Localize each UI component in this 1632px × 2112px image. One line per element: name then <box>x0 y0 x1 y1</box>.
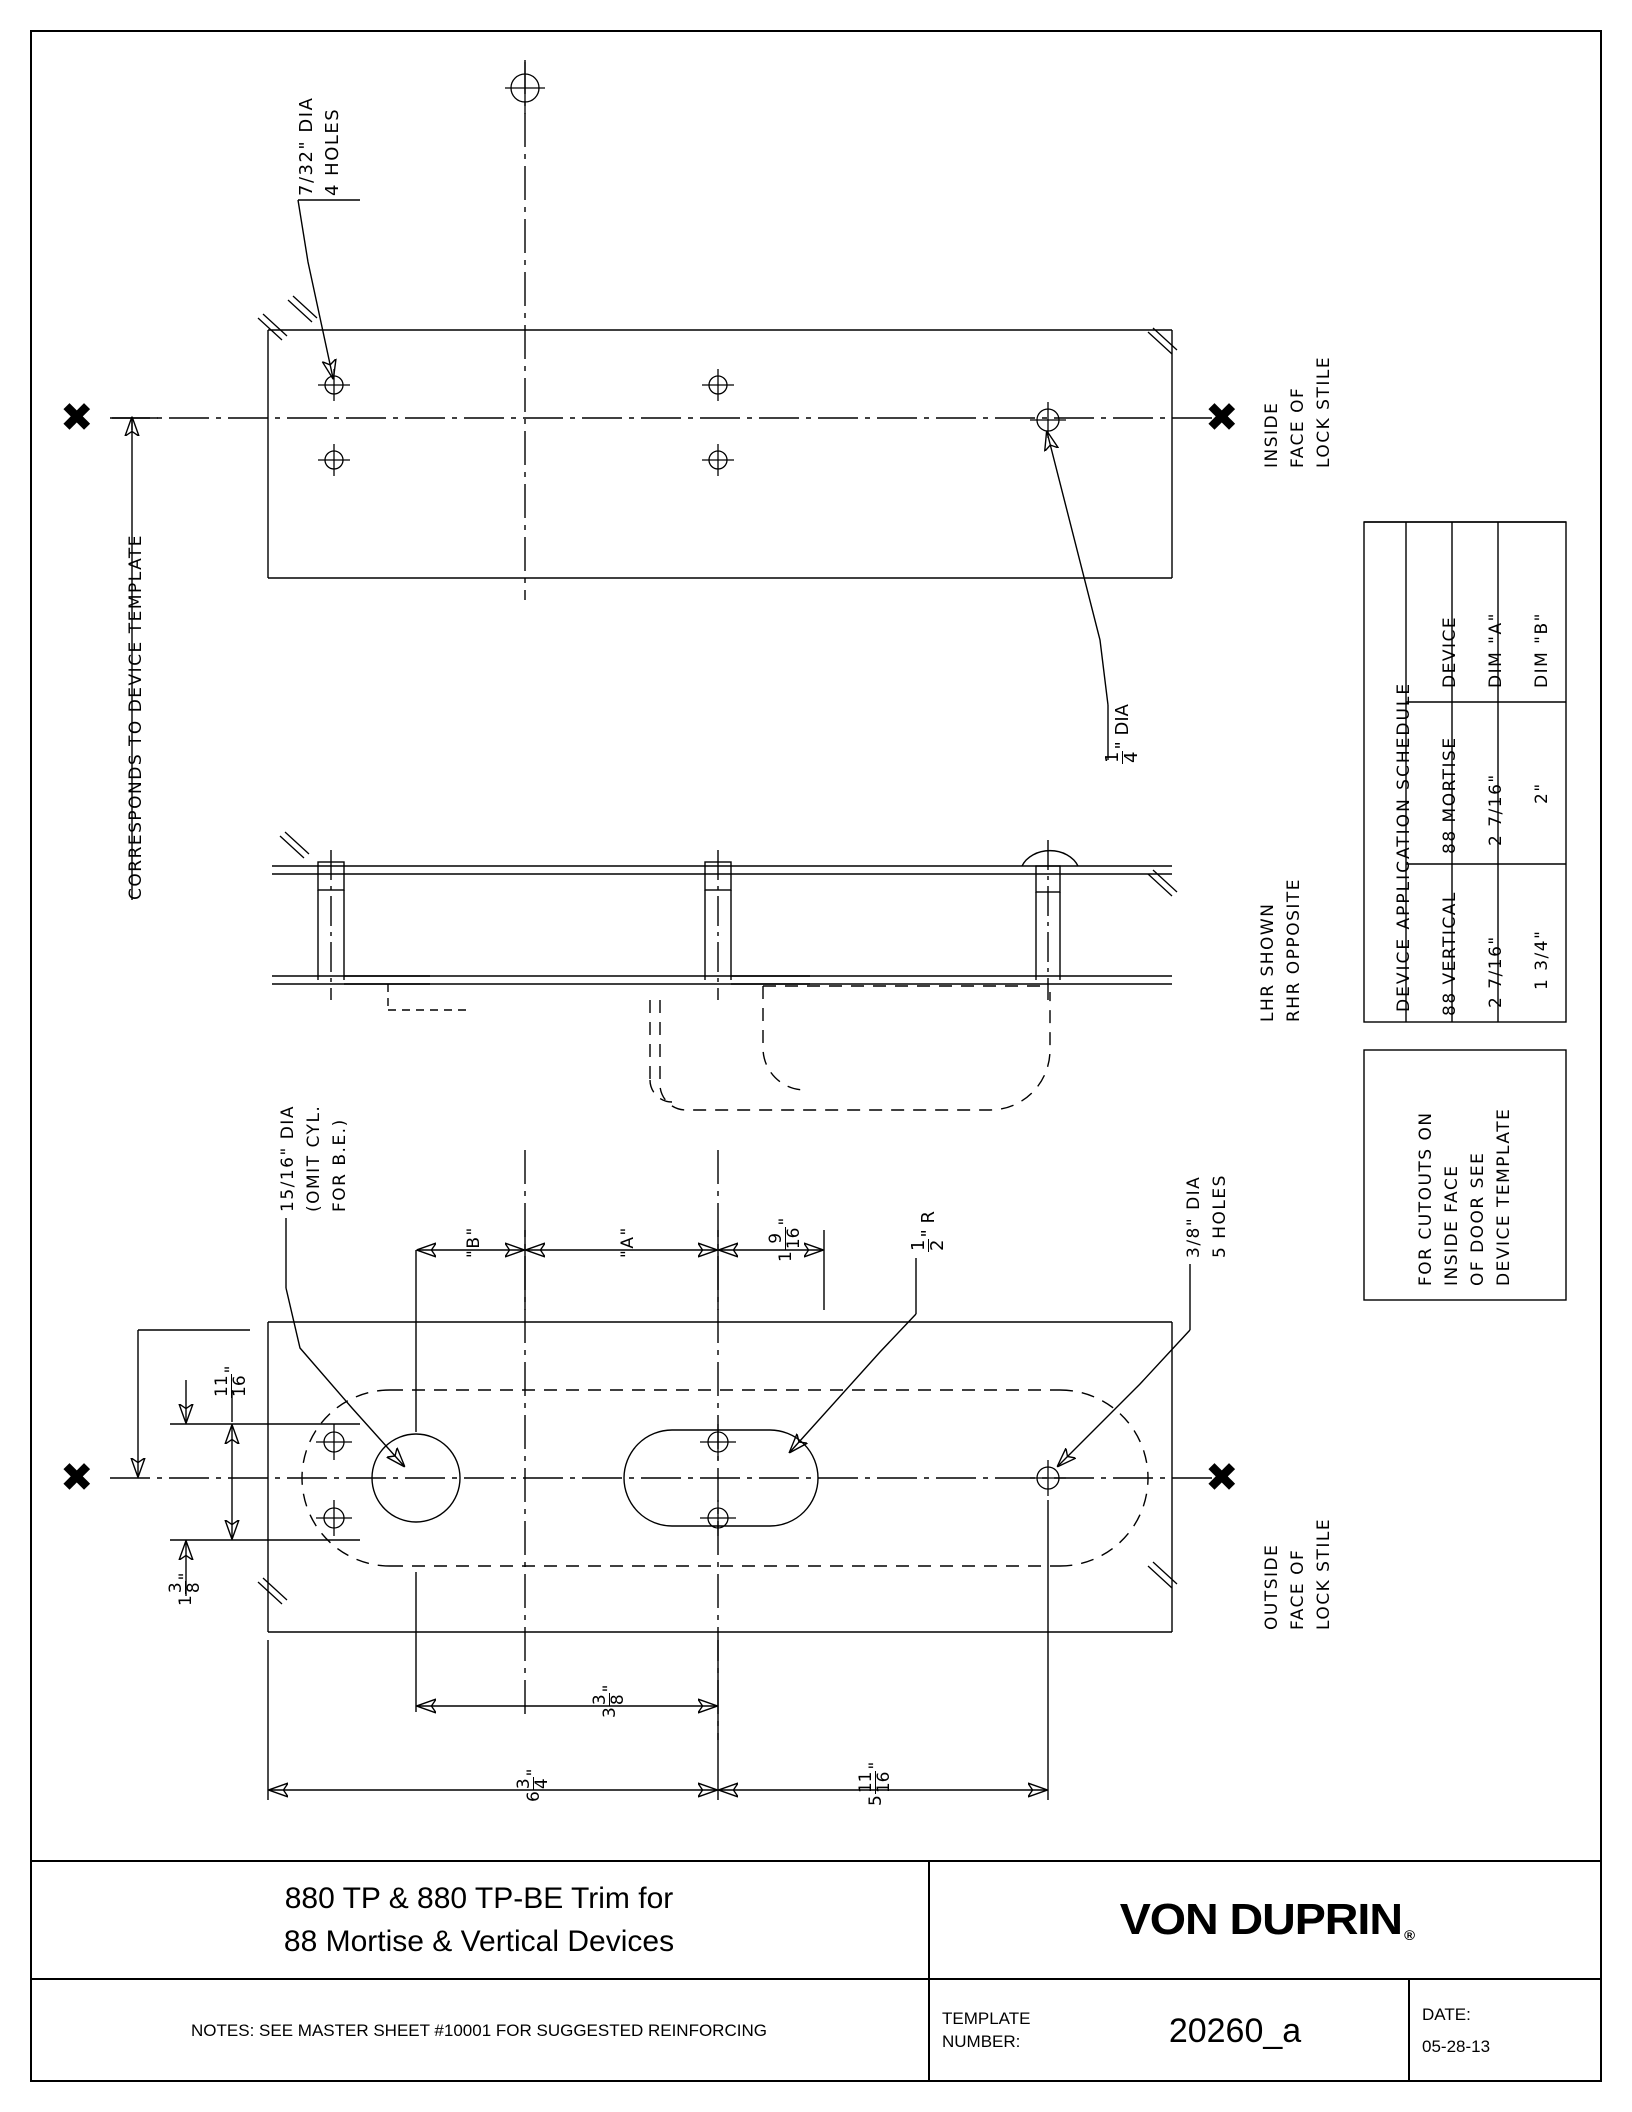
title-block-brand-cell: VON DUPRIN® <box>930 1862 1602 1980</box>
title-block: 880 TP & 880 TP-BE Trim for 88 Mortise &… <box>30 1860 1602 2082</box>
dim-whole: 6 <box>523 1791 544 1802</box>
dim-unit: " <box>523 1768 544 1777</box>
dimension-1-3-8: 1 3 8 " <box>166 1572 204 1606</box>
dimension-11-16: 11 16 " <box>212 1365 250 1398</box>
annotation-handing-line1: LHR SHOWN <box>1258 902 1278 1022</box>
x-marker-outside-right: ✖ <box>1205 1455 1239 1501</box>
device-application-schedule: DEVICE APPLICATION SCHEDULE DEVICE DIM "… <box>1362 520 1568 1360</box>
annotation-handing-line2: RHR OPPOSITE <box>1284 877 1304 1022</box>
radius-denominator: 2 <box>927 1239 948 1251</box>
dim-unit: " <box>775 1217 796 1226</box>
product-title-line1: 880 TP & 880 TP-BE Trim for <box>284 1881 674 1915</box>
annotation-holes-bottom-line1: 3/8" DIA <box>1184 1175 1204 1258</box>
date-label: DATE: <box>1422 2004 1471 2024</box>
schedule-header-dim-b: DIM "B" <box>1532 612 1552 688</box>
dimension-a-label: "A" <box>618 1226 638 1258</box>
schedule-row1-device: 88 MORTISE <box>1440 736 1460 854</box>
dim-den: 16 <box>784 1227 804 1250</box>
schedule-note-line2: INSIDE FACE <box>1442 1164 1462 1286</box>
schedule-note-line3: OF DOOR SEE <box>1468 1151 1488 1286</box>
schedule-note-line4: DEVICE TEMPLATE <box>1494 1107 1514 1286</box>
brand-name: VON DUPRIN <box>1119 1895 1403 1944</box>
annotation-outside-face-line3: LOCK STILE <box>1314 1517 1334 1630</box>
dim-whole: 3 <box>599 1707 620 1718</box>
template-label-line1: TEMPLATE <box>942 2009 1031 2029</box>
dimension-5-11-16: 5 11 16 " <box>856 1761 894 1806</box>
dim-den: 4 <box>532 1778 552 1790</box>
dim-unit: " <box>865 1761 886 1770</box>
schedule-row2-device: 88 VERTICAL <box>1440 891 1460 1016</box>
product-title-line2: 88 Mortise & Vertical Devices <box>283 1925 675 1958</box>
schedule-note-line1: FOR CUTOUTS ON <box>1416 1111 1436 1286</box>
notes-text: NOTES: SEE MASTER SHEET #10001 FOR SUGGE… <box>191 2021 767 2040</box>
registered-mark-icon: ® <box>1404 1927 1415 1943</box>
schedule-title: DEVICE APPLICATION SCHEDULE <box>1394 681 1414 1012</box>
title-block-notes-cell: NOTES: SEE MASTER SHEET #10001 FOR SUGGE… <box>30 1980 930 2082</box>
annotation-corresponds-template: CORRESPONDS TO DEVICE TEMPLATE <box>126 533 146 900</box>
dim-den: 8 <box>184 1582 204 1594</box>
schedule-header-device: DEVICE <box>1440 615 1460 688</box>
dim-den: 8 <box>608 1694 628 1706</box>
schedule-row2-dim-a: 2 7/16" <box>1486 935 1506 1008</box>
template-number-label: TEMPLATE NUMBER: <box>930 2008 1062 2054</box>
dimension-1-9-16: 1 9 16 " <box>766 1217 804 1262</box>
dim-unit: " <box>221 1365 242 1374</box>
brand-logo: VON DUPRIN® <box>1119 1895 1415 1945</box>
dim-den: 16 <box>230 1375 250 1397</box>
title-block-date-cell: DATE: 05-28-13 <box>1410 1980 1602 2082</box>
annotation-holes-bottom-line2: 5 HOLES <box>1210 1174 1230 1258</box>
annotation-inside-face-line3: LOCK STILE <box>1314 355 1334 468</box>
x-marker-inside-left: ✖ <box>60 395 94 441</box>
annotation-inside-face-line1: INSIDE <box>1262 401 1282 468</box>
dimension-b-label: "B" <box>464 1226 484 1258</box>
dim-unit: " <box>175 1572 196 1581</box>
annotation-quarter-dia: 1 4 " DIA <box>1102 704 1142 764</box>
annotation-cyl-dia-line1: 15/16" DIA <box>278 1105 298 1212</box>
title-block-product-cell: 880 TP & 880 TP-BE Trim for 88 Mortise &… <box>30 1862 930 1980</box>
schedule-header-dim-a: DIM "A" <box>1486 612 1506 688</box>
annotation-cyl-dia-line3: FOR B.E.) <box>330 1118 350 1212</box>
annotation-outside-face-line1: OUTSIDE <box>1262 1543 1282 1630</box>
x-marker-outside-left: ✖ <box>60 1455 94 1501</box>
schedule-row1-dim-a: 2 7/16" <box>1486 773 1506 846</box>
quarter-dia-suffix: " DIA <box>1112 704 1133 750</box>
dim-whole: 1 <box>175 1595 196 1606</box>
annotation-outside-face-line2: FACE OF <box>1288 1548 1308 1630</box>
quarter-dia-denominator: 4 <box>1121 751 1142 763</box>
template-label-line2: NUMBER: <box>942 2032 1021 2051</box>
schedule-row2-dim-b: 1 3/4" <box>1532 929 1552 990</box>
dimension-3-3-8: 3 3 8 " <box>590 1684 628 1718</box>
template-number-value: 20260_a <box>1168 2011 1302 2050</box>
date-value: 05-28-13 <box>1422 2037 1491 2056</box>
dim-whole: 5 <box>865 1795 886 1806</box>
title-block-template-cell: TEMPLATE NUMBER: 20260_a <box>930 1980 1410 2082</box>
dim-whole: 1 <box>775 1251 796 1262</box>
dim-den: 16 <box>874 1771 894 1794</box>
annotation-holes-top-line2: 4 HOLES <box>322 107 343 196</box>
annotation-radius: 1 2 " R <box>908 1211 948 1252</box>
schedule-row1-dim-b: 2" <box>1532 782 1552 804</box>
dimension-6-3-4: 6 3 4 " <box>514 1768 552 1802</box>
radius-suffix: " R <box>918 1211 939 1238</box>
sheet-border <box>30 30 1602 2082</box>
annotation-inside-face-line2: FACE OF <box>1288 386 1308 468</box>
x-marker-inside-right: ✖ <box>1205 395 1239 441</box>
annotation-holes-top-line1: 7/32" DIA <box>296 96 317 196</box>
dim-unit: " <box>599 1684 620 1693</box>
date-group: DATE: 05-28-13 <box>1410 1999 1490 2064</box>
annotation-cyl-dia-line2: (OMIT CYL. <box>304 1104 324 1212</box>
